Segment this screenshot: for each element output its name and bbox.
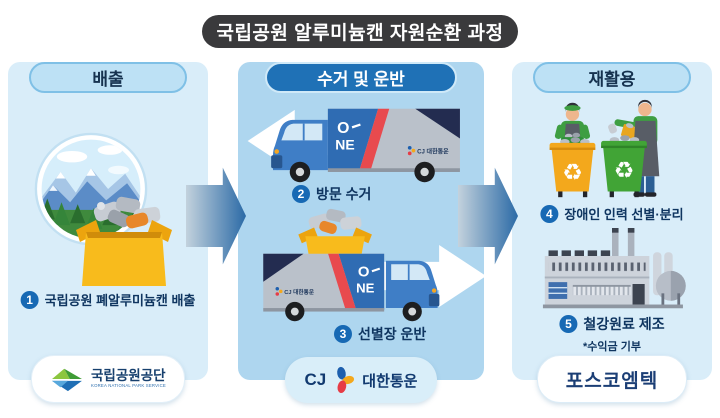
step-5-text: 철강원료 제조 — [583, 316, 665, 332]
recycle-symbol: ♻ — [614, 157, 635, 183]
steel-factory-icon — [542, 228, 686, 309]
knps-logo-icon — [52, 368, 82, 392]
step-4-badge: 4 — [540, 204, 559, 223]
truck-brand-text: O — [358, 265, 370, 281]
panel-recycling-header: 재활용 — [533, 62, 691, 93]
panel-discharge-header: 배출 — [29, 62, 187, 93]
knps-logo-name: 국립공원공단 — [91, 368, 166, 384]
step-5-badge: 5 — [559, 315, 578, 333]
page-title: 국립공원 알루미늄캔 자원순환 과정 — [202, 15, 518, 48]
transport-truck-icon: O NE CJ 대한통운 — [263, 208, 440, 322]
truck-side-label: CJ 대한통운 — [417, 147, 449, 155]
step-5-label: 5 철강원료 제조 — [559, 314, 665, 334]
cj-logo-prefix: CJ — [304, 370, 327, 389]
step-3-label: 3 선별장 운반 — [334, 324, 426, 344]
flow-arrow-right-icon — [458, 167, 518, 265]
truck-brand-text: O — [337, 120, 349, 137]
step-1-badge: 1 — [20, 290, 39, 309]
step-3-badge: 3 — [334, 325, 352, 343]
truck-brand-text: NE — [356, 280, 374, 295]
step-2-badge: 2 — [292, 185, 310, 203]
truck-brand-text: NE — [335, 137, 354, 153]
step-5-note: *수익금 기부 — [583, 341, 641, 353]
collection-truck-icon: O NE CJ 대한통운 — [271, 108, 460, 183]
posco-mtech-logo-pill: 포스코엠텍 — [537, 355, 687, 403]
knps-logo-subtitle: KOREA NATIONAL PARK SERVICE — [91, 383, 166, 389]
panel-collection-header: 수거 및 운반 — [265, 62, 457, 93]
posco-mtech-logo-name: 포스코엠텍 — [565, 370, 659, 392]
waste-cans-box-icon — [76, 196, 172, 286]
flow-arrow-right-icon — [186, 167, 246, 265]
step-4-label: 4 장애인 인력 선별·분리 — [540, 204, 684, 223]
step-2-text: 방문 수거 — [316, 186, 372, 202]
step-4-text: 장애인 인력 선별·분리 — [564, 207, 684, 222]
step-1-text: 국립공원 폐알루미늄캔 배출 — [44, 293, 196, 308]
recycle-symbol: ♻ — [562, 159, 583, 185]
truck-side-label: CJ 대한통운 — [284, 288, 315, 296]
knps-logo-pill: 국립공원공단 KOREA NATIONAL PARK SERVICE — [31, 355, 185, 403]
step-3-text: 선별장 운반 — [358, 326, 427, 342]
cj-logistics-logo-pill: CJ 대한통운 — [285, 357, 437, 403]
panel-recycling: 재활용 — [512, 62, 712, 403]
step-1-label: 1 국립공원 폐알루미늄캔 배출 — [20, 290, 196, 309]
cj-logo-name: 대한통운 — [362, 372, 418, 390]
panel-discharge: 배출 — [8, 62, 208, 403]
cj-petals-icon — [337, 366, 355, 394]
workers-sorting-icon: ♻ ♻ — [549, 99, 660, 198]
step-2-label: 2 방문 수거 — [292, 184, 371, 204]
panel-collection-transport: 수거 및 운반 O NE CJ 대한통운 2 — [238, 62, 487, 403]
